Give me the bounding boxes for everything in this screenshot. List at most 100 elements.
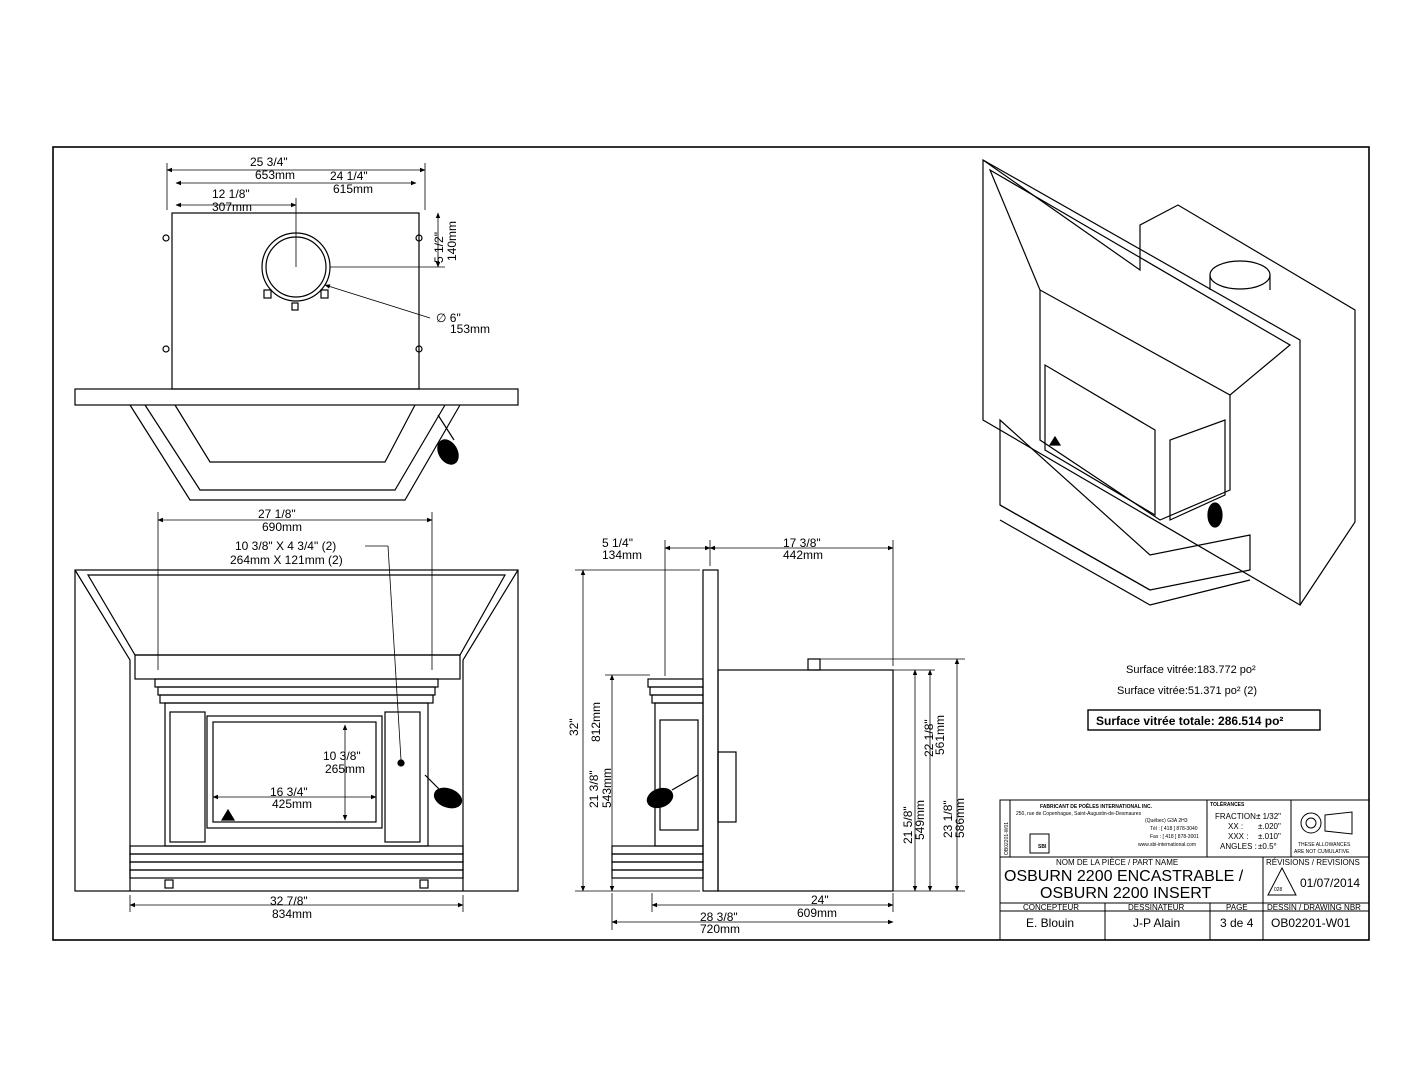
top-overall-width-mm: 653mm (255, 168, 295, 182)
side-front-depth-mm: 134mm (602, 548, 642, 562)
top-view (74, 212, 519, 501)
louver-1 (154, 678, 439, 688)
side-glass-right (384, 711, 421, 843)
tol-note-1: THESE ALLOWANCES (1298, 842, 1351, 848)
tol-xx-label: XX : (1228, 822, 1243, 831)
side-body-height: 21 5/8" (901, 806, 915, 844)
front-overall-width: 32 7/8" (270, 894, 308, 908)
front-opening-width: 27 1/8" (258, 507, 296, 521)
base-louver-1 (129, 845, 464, 855)
company-fax: Fax : [ 418 ] 878-3001 (1150, 834, 1199, 840)
side-body-depth: 24" (811, 893, 829, 907)
revision-code: 028 (1274, 887, 1283, 893)
tol-fraction: ± 1/32" (1256, 812, 1281, 821)
designer-label: CONCEPTEUR (1023, 903, 1079, 912)
top-view-surround-mid (144, 404, 446, 491)
tol-xxx: ±.010" (1258, 832, 1281, 841)
foot-right (419, 879, 429, 889)
revisions-label: RÉVISIONS / REVISIONS (1266, 858, 1360, 867)
side-base-louver-3 (611, 861, 704, 871)
top-view-surround-outer (129, 404, 461, 501)
side-overall-height-mm: 812mm (589, 702, 603, 742)
side-body-depth-top-mm: 442mm (783, 548, 823, 562)
tol-angles: ±0.5° (1258, 842, 1277, 851)
handle-rod-top (437, 414, 455, 441)
front-view-dims (129, 512, 464, 912)
glass-width: 16 3/4" (270, 785, 308, 799)
bracket-br (415, 345, 423, 353)
main-glass-outer (206, 715, 383, 829)
side-base-louver-2 (611, 853, 704, 863)
side-overall-depth-mm: 720mm (700, 922, 740, 936)
base-louver-4 (129, 869, 464, 879)
flue-center-x: 12 1/8" (212, 187, 250, 201)
top-body-width-mm: 615mm (333, 182, 373, 196)
flue-center-x-mm: 307mm (212, 200, 252, 214)
tol-xxx-label: XXX : (1228, 832, 1248, 841)
drafter-label: DESSINATEUR (1128, 903, 1185, 912)
base-louver-2 (129, 853, 464, 863)
drawing-nbr: OB02201-W01 (1271, 916, 1351, 930)
iso-handle-knob (1207, 502, 1223, 528)
glass-size-mm: 264mm X 121mm (2) (230, 553, 343, 567)
side-body-depth-top: 17 3/8" (783, 536, 821, 550)
flue-diameter: ∅ 6" (436, 311, 461, 325)
tb-side-tab: OB02201-W01 (1004, 822, 1010, 855)
front-hood (86, 574, 507, 656)
handle-knob-front (433, 787, 463, 809)
base-louver-3 (129, 861, 464, 871)
side-louver-1 (647, 678, 704, 688)
title-block (999, 799, 1370, 941)
part-name-label: NOM DE LA PIÈCE / PART NAME (1056, 858, 1178, 867)
handle-knob-top (437, 439, 459, 465)
flue-tab-bottom (291, 302, 299, 311)
flue-center-y: 5 1/2" (432, 232, 446, 263)
side-view (611, 569, 894, 892)
tolerances-label: TOLÉRANCES (1210, 800, 1245, 808)
side-body-height-c: 23 1/8" (941, 800, 955, 838)
side-front-height-mm: 543mm (600, 768, 614, 808)
side-flue-stub (807, 658, 821, 671)
iso-base-louver (999, 504, 1151, 591)
front-surround-outer (74, 569, 519, 892)
iso-flue-top (1209, 260, 1271, 290)
flue-diameter-mm: 153mm (450, 322, 490, 336)
part-name-1: OSBURN 2200 ENCASTRABLE / (1004, 868, 1244, 885)
glass-height-mm: 265mm (325, 762, 365, 776)
flue-tab-left (263, 289, 272, 299)
foot-left (164, 879, 174, 889)
iso-side-glass (1169, 419, 1226, 521)
flue-center-y-mm: 140mm (445, 221, 459, 261)
side-front-height: 21 3/8" (587, 770, 601, 808)
front-surround-left-bevel (74, 569, 131, 891)
tol-note-2: ARE NOT CUMULATIVE (1294, 849, 1350, 855)
sheet-border (52, 146, 1370, 941)
glass-size: 10 3/8" X 4 3/4" (2) (235, 539, 336, 553)
drafter: J-P Alain (1133, 916, 1180, 930)
bracket-tr (415, 234, 423, 242)
glass-area-total-box (1087, 709, 1321, 731)
handle-knob-side (646, 787, 674, 809)
designer: E. Blouin (1026, 916, 1074, 930)
side-base-louver-4 (611, 869, 704, 879)
side-body-height-mm: 549mm (913, 800, 927, 840)
company-address: 250, rue de Copenhague, Saint-Augustin-d… (1016, 811, 1142, 817)
side-louver-3 (651, 694, 704, 704)
top-view-faceplate (74, 388, 519, 406)
glass-height: 10 3/8" (323, 749, 361, 763)
glass-area-total: Surface vitrée totale: 286.514 po² (1096, 714, 1283, 728)
side-faceplate (702, 569, 719, 892)
company-city: (Québec) G3A 2H3 (1145, 818, 1188, 824)
iso-logo-mark (1048, 435, 1062, 446)
tol-angles-label: ANGLES : (1220, 842, 1257, 851)
side-glass-left (169, 711, 206, 843)
front-hood-lip (134, 654, 461, 680)
part-name-2: OSBURN 2200 INSERT (1040, 885, 1212, 902)
bracket-bl (162, 345, 170, 353)
side-door (654, 702, 704, 847)
isometric-view (982, 158, 1356, 607)
side-bracket (717, 751, 737, 823)
side-view-dims (575, 540, 965, 930)
glass-area-2: Surface vitrée:51.371 po² (2) (1117, 685, 1257, 697)
